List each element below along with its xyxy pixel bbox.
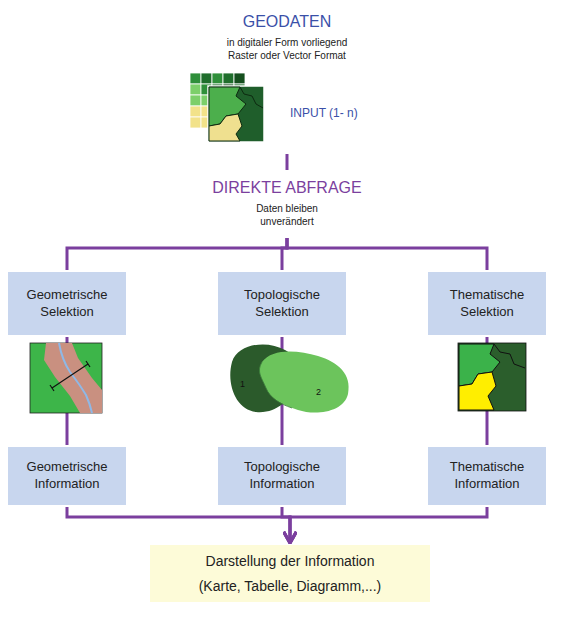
node-title: Topologische Selektion (232, 287, 332, 321)
node-title: Thematische Selektion (437, 287, 537, 321)
raster-cell (190, 84, 201, 95)
node-subtitle: in digitaler Form vorliegend Raster oder… (216, 36, 358, 62)
process-box: Thematische Selektion (428, 272, 546, 335)
callout-number: 1 (240, 379, 245, 390)
raster-cell (190, 117, 201, 128)
flow-connector (287, 238, 487, 270)
node-title: Geometrische Selektion (17, 287, 117, 321)
process-box: Topologische Selektion (218, 272, 346, 335)
input-label: INPUT (1- n) (290, 106, 358, 120)
node-title: Topologische Information (232, 459, 332, 493)
flow-connector (67, 507, 290, 543)
node-title: Thematische Information (437, 459, 537, 493)
flow-connector (290, 507, 487, 543)
result-box: Thematische Information (428, 447, 546, 505)
node-title: GEODATEN (243, 12, 332, 33)
flow-connector (286, 154, 289, 170)
flow-connector (67, 238, 287, 270)
node-subtitle: Daten bleiben unverändert (251, 202, 323, 228)
result-box: Topologische Information (218, 447, 346, 505)
result-box: Geometrische Information (8, 447, 126, 505)
vector-icon (208, 86, 264, 142)
topology-blobs (230, 344, 348, 412)
raster-cell (234, 73, 245, 84)
node-title: Geometrische Information (17, 459, 117, 493)
data-source: GEODATEN in digitaler Form vorliegend Ras… (207, 6, 367, 152)
callout-number: 2 (316, 387, 321, 398)
geometric-map (30, 343, 102, 413)
raster-cell (212, 73, 223, 84)
node-title: Darstellung der Information (206, 552, 375, 570)
node-title: DIREKTE ABFRAGE (212, 178, 361, 199)
output-box: Darstellung der Information (Karte, Tabel… (150, 545, 430, 602)
thematic-map (458, 343, 526, 411)
query-step: DIREKTE ABFRAGE Daten bleiben unverändert (202, 172, 372, 236)
raster-cell (190, 106, 201, 117)
process-box: Geometrische Selektion (8, 272, 126, 335)
node-subtitle: (Karte, Tabelle, Diagramm,...) (199, 577, 382, 595)
raster-cell (190, 73, 201, 84)
raster-cell (223, 73, 234, 84)
raster-cell (190, 95, 201, 106)
raster-cell (201, 73, 212, 84)
